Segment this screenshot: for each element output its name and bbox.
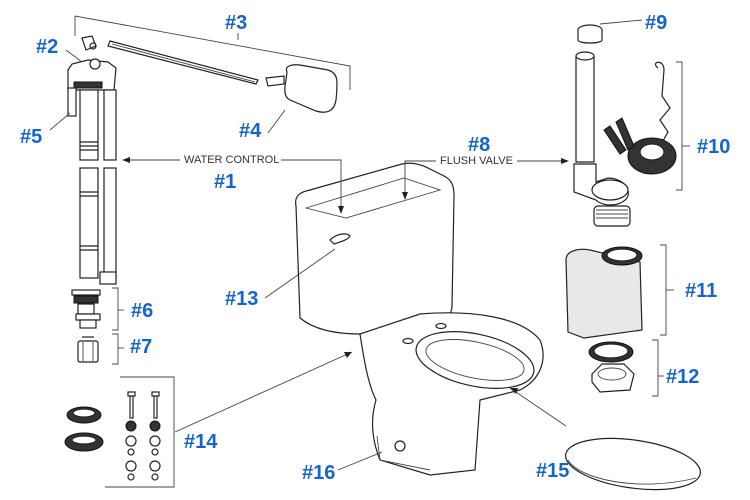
leader-lines [49,19,643,471]
part-label-13[interactable]: #13 [225,288,259,310]
hardware-kit-drawing[interactable] [64,376,175,488]
fill-valve-drawing[interactable] [67,58,117,285]
coupling-nut-drawing[interactable] [77,333,124,365]
part-label-11[interactable]: #11 [685,280,718,302]
part-label-1[interactable]: #1 [214,171,237,193]
water-control-caption: WATER CONTROL [182,154,282,166]
shank-washers-drawing[interactable] [71,287,124,331]
part-label-2[interactable]: #2 [36,36,59,58]
part-label-6[interactable]: #6 [131,300,154,322]
part-label-10[interactable]: #10 [697,136,731,158]
part-label-16[interactable]: #16 [302,462,336,484]
float-ball-drawing[interactable] [265,64,338,113]
part-label-15[interactable]: #15 [536,460,570,482]
part-label-3[interactable]: #3 [225,12,248,34]
part-label-12[interactable]: #12 [666,366,700,388]
tank-gasket-drawing[interactable] [565,244,674,339]
toilet-seat-drawing[interactable] [562,431,703,497]
part-label-7[interactable]: #7 [130,336,153,358]
float-arm-drawing[interactable] [81,35,259,85]
part-label-5[interactable]: #5 [20,126,43,148]
part-label-9[interactable]: #9 [645,12,668,34]
part-label-14[interactable]: #14 [184,431,218,453]
flush-valve-caption: FLUSH VALVE [438,155,515,167]
toilet-bowl-drawing[interactable] [359,312,544,476]
toilet-tank-drawing[interactable] [295,162,455,335]
part-label-8[interactable]: #8 [468,134,491,156]
flush-valve-drawing[interactable] [573,24,631,227]
flapper-drawing[interactable] [603,61,690,191]
part-label-4[interactable]: #4 [239,120,262,142]
flush-valve-nut-drawing[interactable] [588,339,664,397]
float-arm-bracket [74,15,351,90]
